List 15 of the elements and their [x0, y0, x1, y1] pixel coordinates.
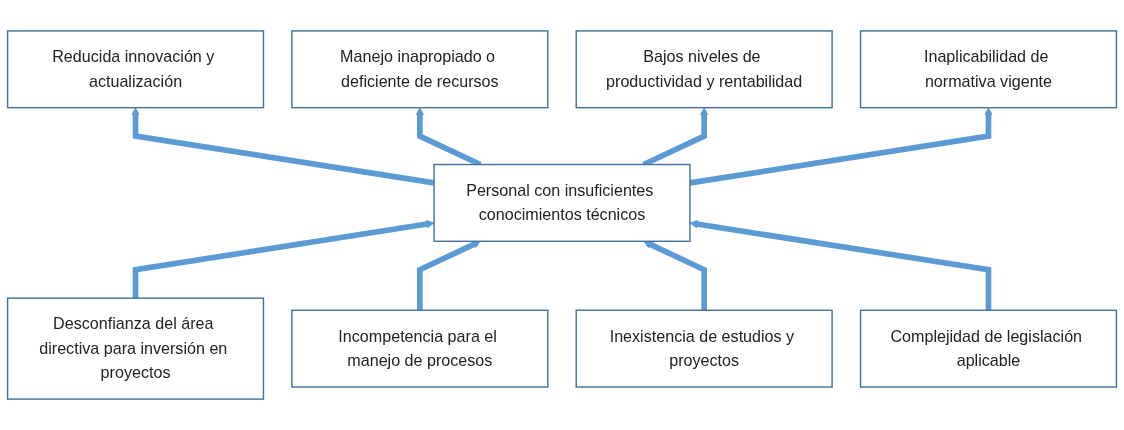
node-box: Bajos niveles de productividad y rentabilidad	[575, 30, 833, 109]
node-box: Inaplicabilidad de normativa vigente	[859, 30, 1118, 109]
arrow	[417, 240, 481, 311]
arrow	[689, 107, 993, 186]
node-box: Incompetencia para el manejo de procesos	[291, 309, 549, 388]
node-box: Inexistencia de estudios y proyectos	[575, 309, 833, 388]
arrow	[643, 240, 707, 311]
node-box: Desconfianza del área directiva para inversión en proyectos	[6, 297, 265, 400]
node-box: Reducida innovación y actualización	[6, 30, 265, 109]
node-box: Personal con insuficientes conocimientos técnicos	[433, 163, 691, 242]
node-box: Complejidad de legislación aplicable	[859, 309, 1118, 388]
arrow	[132, 220, 435, 299]
arrow	[131, 107, 435, 186]
node-box: Manejo inapropiado o deficiente de recursos	[291, 30, 549, 109]
arrow	[689, 220, 992, 311]
